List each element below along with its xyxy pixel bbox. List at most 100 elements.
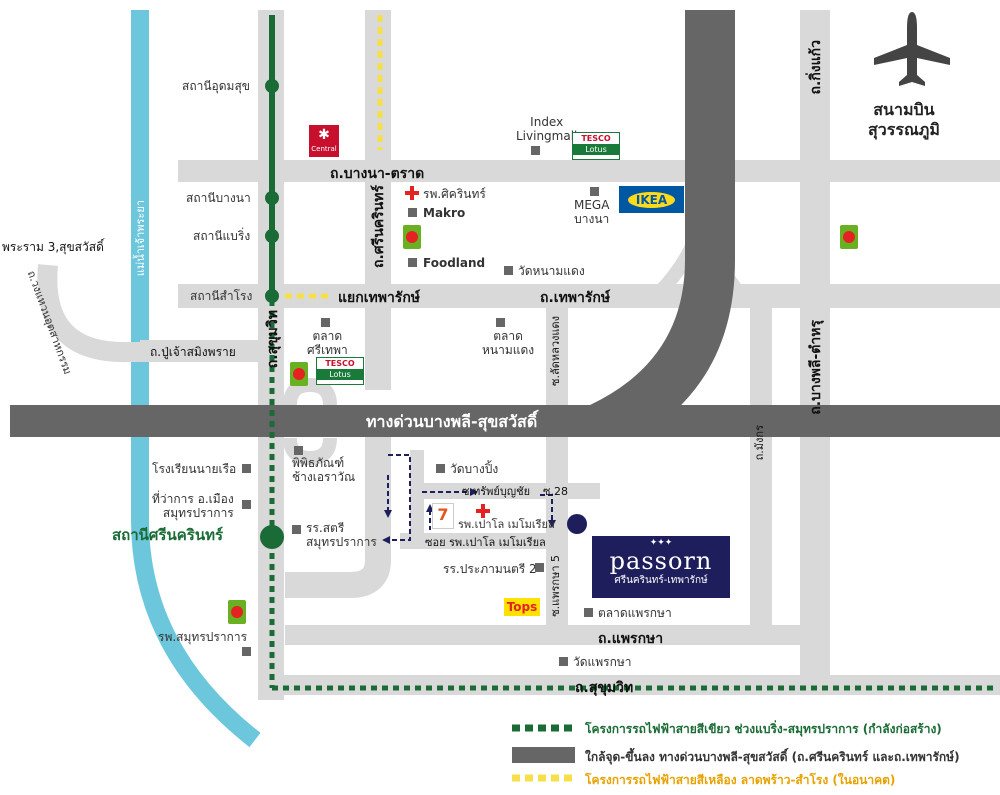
place-sikarin: รพ.ศิครินทร์	[423, 187, 486, 201]
place-marker-hospital-spk	[242, 647, 251, 656]
place-mega-name: MEGA	[574, 198, 610, 212]
place-district-office-1: ที่ว่าการ อ.เมือง	[152, 492, 234, 506]
road-label-soi-lat: ซ.ลัดหลวงแดง	[549, 316, 562, 386]
place-hospital-spk: รพ.สมุทรปราการ	[158, 630, 248, 644]
place-school-satri-2: สมุทรปราการ	[306, 535, 377, 549]
place-marker-school-nai-ruea	[242, 464, 251, 473]
place-wat-bang-pling: วัดบางปิ้ง	[450, 462, 499, 476]
place-talat-srithepha: ตลาด ศรีเทพา	[307, 329, 348, 357]
route-arrows	[387, 454, 553, 541]
road-label-soi-sap: ซ.ทรัพย์บุญชัย	[462, 485, 531, 498]
place-marker-museum	[294, 446, 303, 455]
place-talat-nong-daeng-2: หนามแดง	[482, 343, 535, 357]
bigc-logo-4	[228, 600, 246, 624]
station-srinakarin	[260, 525, 284, 549]
place-talat-srithepha-2: ศรีเทพา	[307, 343, 348, 357]
airport-label-1: สนามบิน	[873, 100, 935, 119]
station-label-srinakarin: สถานีศรีนครินทร์	[112, 526, 224, 544]
lotus-text: Lotus	[573, 144, 619, 155]
road-label-praeksa: ถ.แพรกษา	[598, 631, 664, 647]
place-district-office-2: สมุทรปราการ	[162, 506, 234, 520]
station-label-udomsuk: สถานีอุดมสุข	[182, 79, 250, 93]
seven-eleven-logo: 7	[432, 503, 454, 529]
place-paolo: รพ.เปาโล เมโมเรียล	[458, 518, 555, 531]
place-marker-mega	[590, 187, 599, 196]
hospital-cross-icon-2	[476, 504, 490, 518]
place-makro: Makro	[423, 206, 466, 220]
place-mega: MEGA บางนา	[574, 198, 609, 226]
airport-label-2: สุวรรณภูมิ	[868, 120, 940, 139]
interchange-loop-west	[283, 377, 337, 406]
project-box: ✦✦✦ passorn ศรีนครินทร์-เทพารักษ์	[592, 536, 730, 598]
place-wat-praeksa: วัดแพรกษา	[573, 655, 632, 669]
river-label: แม่น้ำเจ้าพระยา	[134, 200, 147, 277]
station-bearing	[265, 229, 279, 243]
bigc-logo-2	[840, 225, 858, 249]
road-label-puchao: ถ.ปู่เจ้าสมิงพราย	[150, 345, 236, 359]
road-label-mangkon: ถ.มังกร	[753, 425, 766, 461]
srinakarin-south-curve	[285, 420, 391, 598]
bigc-logo-1	[403, 225, 421, 249]
place-marker-district-office	[242, 500, 251, 509]
road-label-theparak: ถ.เทพารักษ์	[540, 290, 611, 306]
tesco-lotus-logo-south: TESCO Lotus	[316, 357, 364, 385]
place-talat-nong-daeng-1: ตลาด	[493, 329, 523, 343]
road-label-bangphli-tamru: ถ.บางพลี-ตำหรุ	[808, 320, 824, 415]
airport-label: สนามบิน สุวรรณภูมิ	[868, 100, 940, 140]
legend-yellow-line: โครงการรถไฟฟ้าสายสีเหลือง ลาดพร้าว-สำโรง…	[585, 773, 896, 787]
seven-text: 7	[437, 505, 449, 524]
place-foodland: Foodland	[423, 256, 486, 270]
place-index-name: Index	[530, 115, 564, 129]
place-district-office: ที่ว่าการ อ.เมือง สมุทรปราการ	[152, 492, 234, 520]
place-talat-srithepha-1: ตลาด	[312, 329, 343, 343]
local-roads	[140, 10, 1000, 700]
station-label-bangna: สถานีบางนา	[186, 191, 251, 205]
project-subtitle: ศรีนครินทร์-เทพารักษ์	[614, 575, 708, 586]
place-marker-wat-nong-daeng	[504, 266, 513, 275]
place-marker-school-satri	[292, 525, 301, 534]
place-marker-index	[531, 146, 540, 155]
place-marker-wat-bang-pling	[436, 464, 445, 473]
tops-text: Tops	[506, 600, 538, 614]
river	[131, 10, 261, 748]
place-museum-2: ช้างเอราวัณ	[292, 470, 356, 484]
lotus-text-2: Lotus	[317, 369, 363, 380]
station-udomsuk	[265, 79, 279, 93]
place-marker-talat-srithepha	[321, 318, 330, 327]
road-label-soi-28: ซ.28	[543, 485, 568, 498]
legend-expressway-swatch	[512, 747, 575, 763]
place-museum: พิพิธภัณฑ์ ช้างเอราวัณ	[292, 456, 355, 484]
ikea-text: IKEA	[627, 191, 676, 208]
central-logo: ✱ Central	[309, 125, 339, 157]
road-label-rama3: พระราม 3,สุขสวัสดิ์	[2, 240, 104, 254]
place-marker-foodland	[408, 258, 417, 267]
station-bangna	[265, 191, 279, 205]
station-samrong	[265, 289, 279, 303]
place-school-nai-ruea: โรงเรียนนายเรือ	[152, 462, 237, 476]
road-label-bangna-trad: ถ.บางนา-ตราด	[330, 166, 425, 182]
expressway	[10, 10, 1000, 437]
road-label-expressway: ทางด่วนบางพลี-สุขสวัสดิ์	[366, 412, 538, 431]
road-label-kingkaew: ถ.กิ่งแก้ว	[808, 40, 824, 95]
place-mega-bangna: บางนา	[574, 212, 610, 226]
place-school-satri-1: รร.สตรี	[306, 521, 345, 535]
hospital-cross-icon	[405, 186, 419, 200]
tesco-text: TESCO	[581, 134, 611, 143]
station-label-samrong: สถานีสำโรง	[190, 289, 253, 303]
project-stars: ✦✦✦	[649, 538, 673, 548]
tesco-text-2: TESCO	[325, 359, 355, 368]
project-pin	[567, 514, 587, 534]
road-label-srinakarin: ถ.ศรีนครินทร์	[371, 185, 387, 268]
interchange-loop-west2	[283, 437, 337, 466]
place-marker-talat-nong-daeng	[496, 318, 505, 327]
place-school-satri: รร.สตรี สมุทรปราการ	[306, 521, 377, 549]
legend-expressway: ใกล้จุด-ขึ้นลง ทางด่วนบางพลี-สุขสวัสดิ์ …	[585, 750, 960, 764]
bigc-logo-3	[290, 362, 308, 386]
tops-logo: Tops	[504, 598, 540, 616]
station-label-bearing: สถานีแบริ่ง	[193, 229, 251, 243]
place-marker-makro	[408, 208, 417, 217]
central-logo-text: Central	[311, 145, 337, 153]
project-name: passorn	[609, 547, 713, 575]
road-label-sukhumvit-v: ถ.สุขุมวิท	[265, 310, 281, 369]
